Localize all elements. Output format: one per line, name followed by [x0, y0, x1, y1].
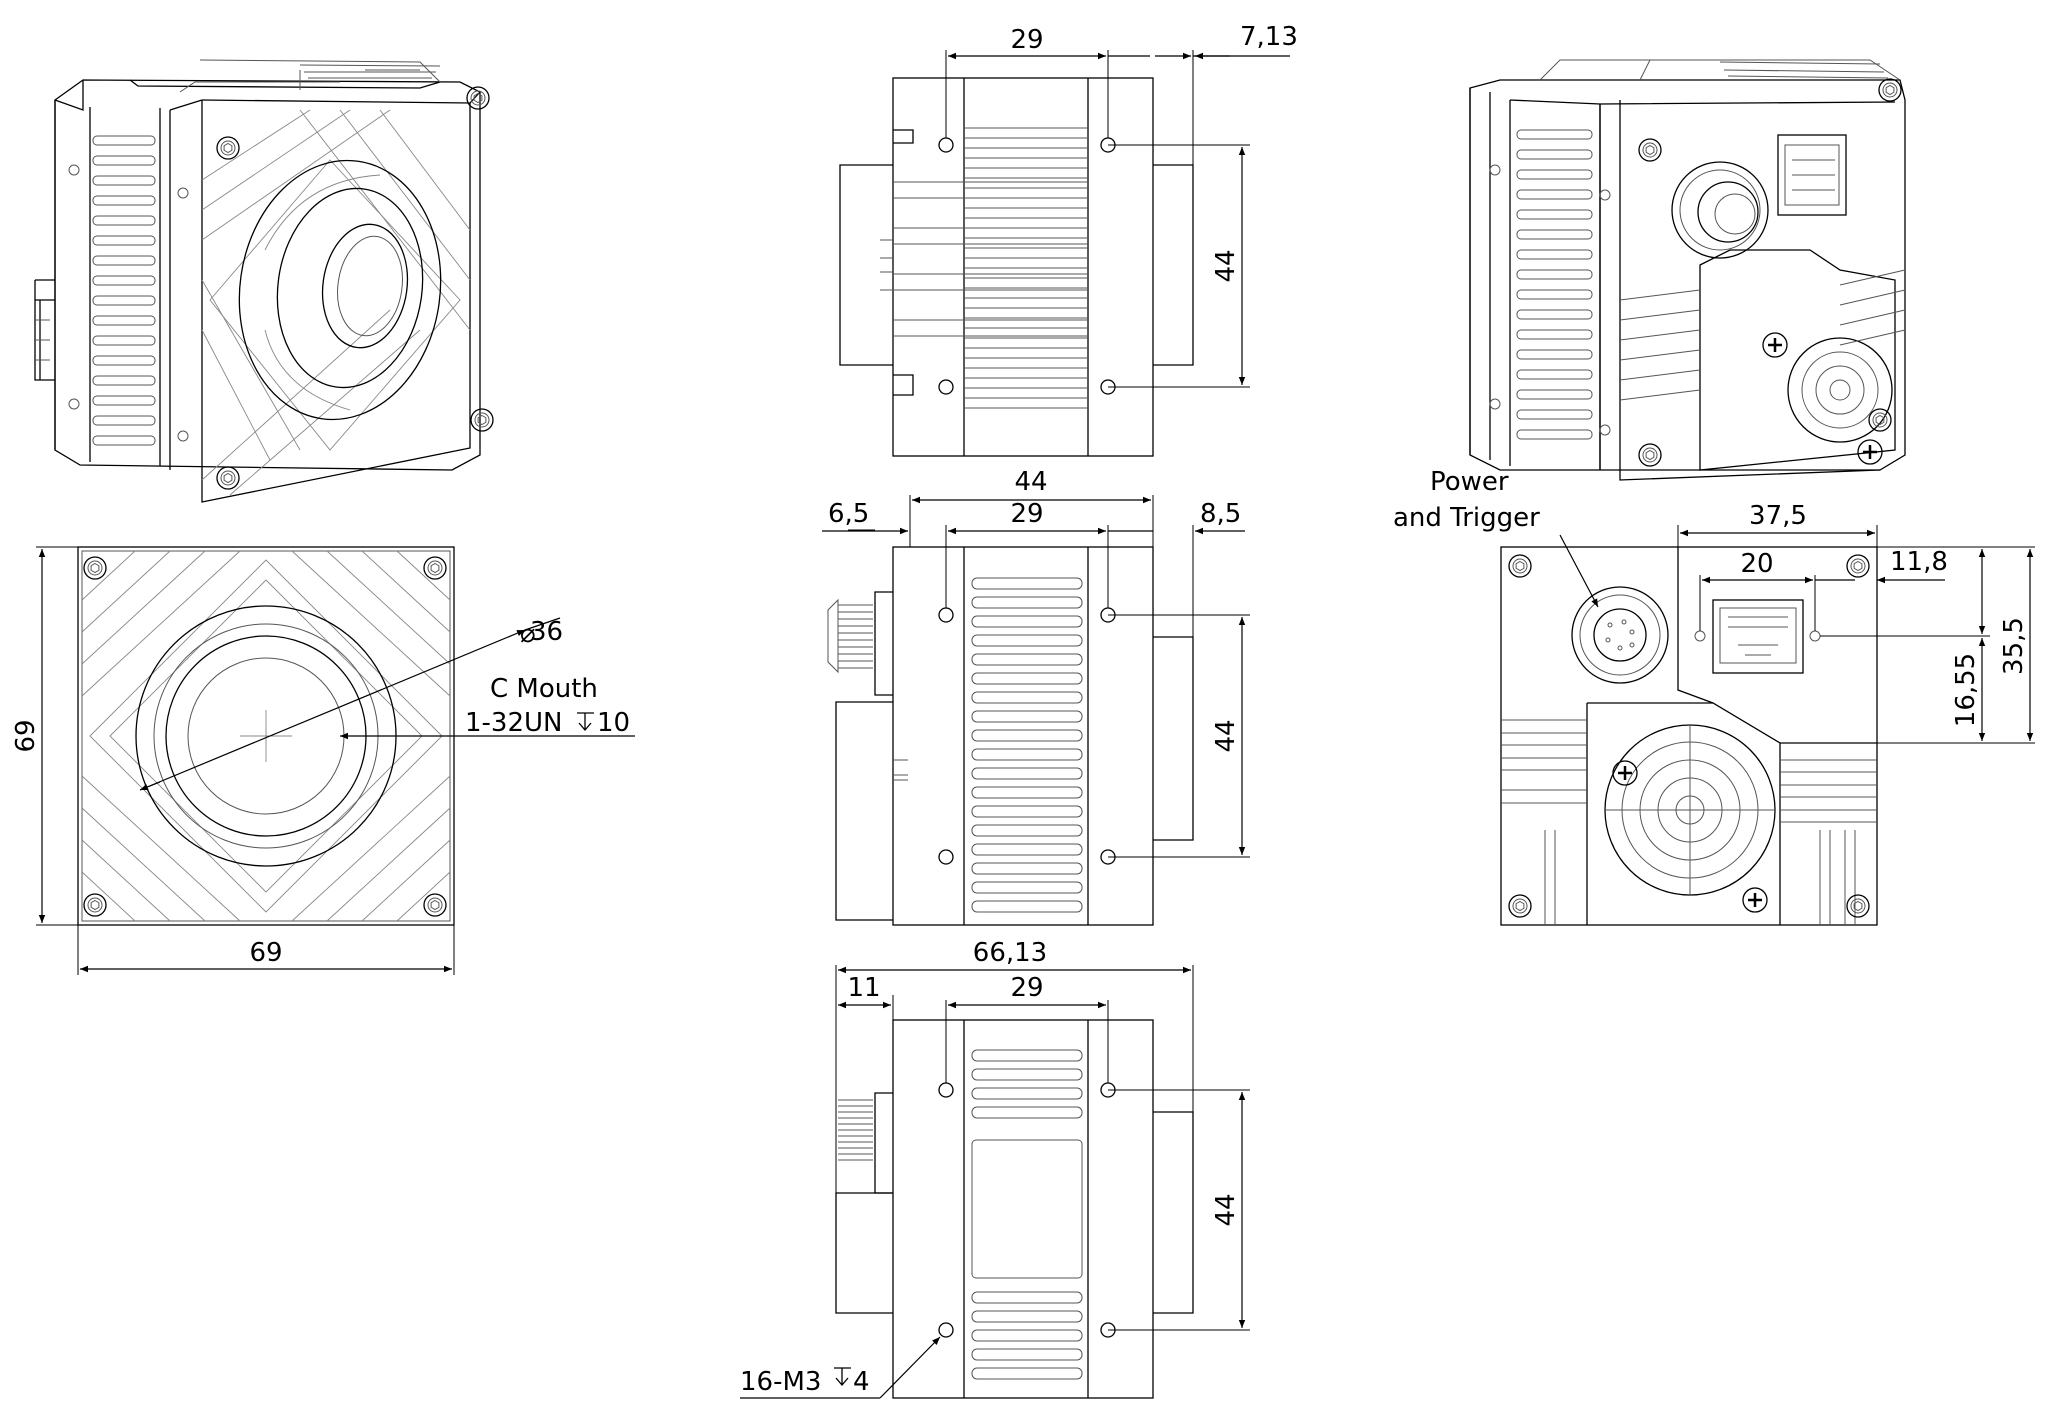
- iso-front-view: [34, 59, 494, 503]
- side-rear-dim: 8,5: [1200, 499, 1241, 529]
- rear-total-height-dim: 35,5: [1999, 617, 2029, 675]
- bottom-front-dim: 11: [847, 973, 880, 1003]
- rear-port-height-dim: 16,55: [1951, 653, 1981, 727]
- mount-holes-label: 16-M3: [740, 1367, 821, 1397]
- rear-view: Power and Trigger 37,5 20 11,8 16,55 35,…: [1393, 467, 2035, 926]
- rear-right-offset-dim: 11,8: [1890, 547, 1948, 577]
- side-front-dim: 6,5: [828, 499, 869, 529]
- top-view: 29 7,13 44: [839, 22, 1298, 457]
- rear-port-spacing-dim: 20: [1740, 549, 1773, 579]
- front-view: ⌀ 36 C Mouth 1-32UN 10 69 69: [11, 546, 635, 975]
- mount-depth: 10: [597, 708, 630, 738]
- top-hole-spacing-dim: 29: [1010, 25, 1043, 55]
- bottom-view: 66,13 11 29 44 16-M3 4: [740, 938, 1250, 1399]
- front-height-dim: 69: [11, 719, 41, 752]
- side-view: 44 29 6,5 8,5 44: [822, 467, 1250, 926]
- bottom-hole-spacing-dim: 29: [1010, 973, 1043, 1003]
- rear-port-offset-dim: 37,5: [1749, 501, 1807, 531]
- power-label-line2: and Trigger: [1393, 503, 1540, 533]
- mount-holes-depth: 4: [853, 1367, 870, 1397]
- bottom-height-dim: 44: [1211, 1193, 1241, 1226]
- bottom-length-dim: 66,13: [973, 938, 1047, 968]
- side-hole-spacing-dim: 29: [1010, 499, 1043, 529]
- top-rear-offset-dim: 7,13: [1240, 22, 1298, 52]
- mount-label: C Mouth: [490, 674, 598, 704]
- svg-text:⌀: ⌀: [520, 619, 536, 649]
- front-width-dim: 69: [249, 938, 282, 968]
- front-dia-label: 36: [530, 617, 563, 647]
- side-width-dim: 44: [1014, 467, 1047, 497]
- mount-thread: 1-32UN: [465, 708, 563, 738]
- side-height-dim: 44: [1211, 719, 1241, 752]
- power-label-line1: Power: [1430, 467, 1509, 497]
- top-height-dim: 44: [1211, 249, 1241, 282]
- iso-rear-view: [1469, 59, 1906, 481]
